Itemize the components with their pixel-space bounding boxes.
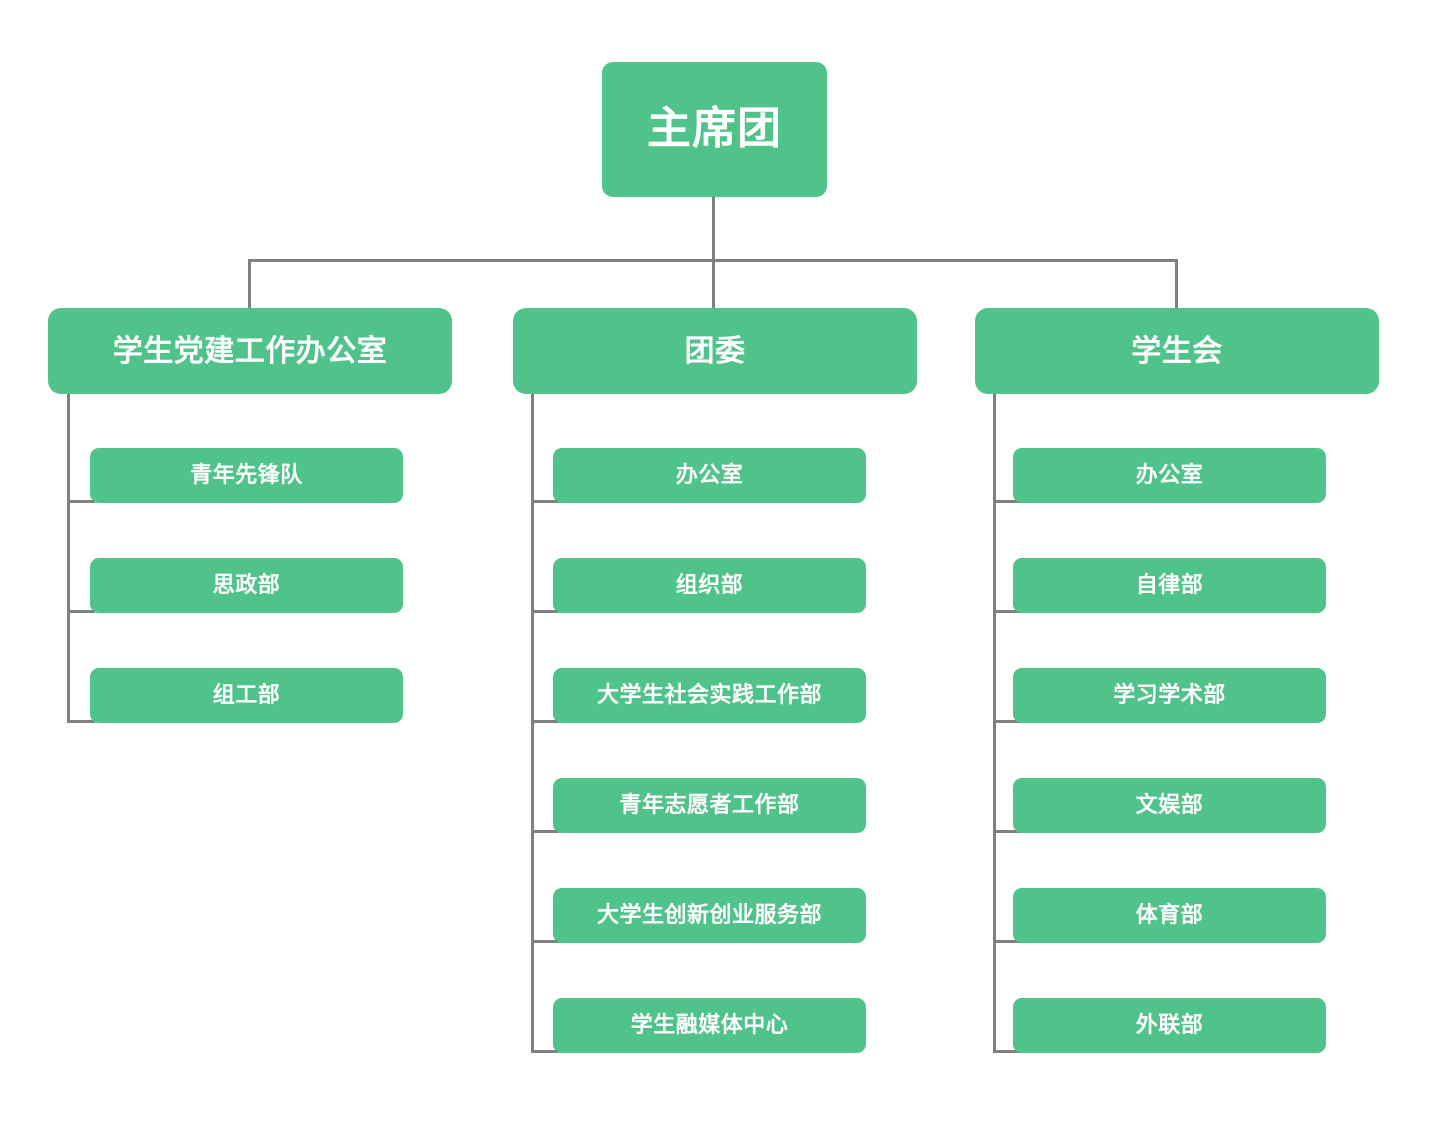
connector-stub-1-1: [67, 500, 95, 503]
node-leaf-label-1-3: 组工部: [212, 682, 281, 708]
node-leaf-league-office[interactable]: 办公室: [553, 448, 866, 503]
node-leaf-union-office[interactable]: 办公室: [1013, 448, 1326, 503]
node-leaf-label-2-6: 学生融媒体中心: [630, 1012, 789, 1038]
node-branch-party-building-office[interactable]: 学生党建工作办公室: [48, 308, 452, 394]
connector-root-stem: [712, 197, 715, 261]
node-branch-label-3: 学生会: [1131, 334, 1223, 368]
node-leaf-label-3-1: 办公室: [1135, 462, 1204, 488]
node-leaf-label-3-3: 学习学术部: [1113, 682, 1226, 708]
connector-stub-3-2: [993, 610, 1021, 613]
node-leaf-label-2-4: 青年志愿者工作部: [619, 792, 800, 818]
node-leaf-sports-dept[interactable]: 体育部: [1013, 888, 1326, 943]
node-leaf-label-3-6: 外联部: [1135, 1012, 1204, 1038]
connector-drop-branch-3: [1175, 259, 1178, 308]
node-leaf-external-relations-dept[interactable]: 外联部: [1013, 998, 1326, 1053]
connector-stub-1-3: [67, 720, 95, 723]
node-leaf-innovation-entrepreneurship-dept[interactable]: 大学生创新创业服务部: [553, 888, 866, 943]
connector-trunk-branch-2: [531, 394, 534, 1053]
node-leaf-label-3-2: 自律部: [1135, 572, 1204, 598]
node-leaf-social-practice-dept[interactable]: 大学生社会实践工作部: [553, 668, 866, 723]
connector-stub-3-1: [993, 500, 1021, 503]
node-leaf-label-2-5: 大学生创新创业服务部: [596, 902, 822, 928]
connector-stub-2-5: [531, 940, 559, 943]
node-leaf-label-3-5: 体育部: [1135, 902, 1204, 928]
connector-stub-2-6: [531, 1050, 559, 1053]
connector-stub-3-3: [993, 720, 1021, 723]
connector-stub-3-6: [993, 1050, 1021, 1053]
node-root-presidium[interactable]: 主席团: [602, 62, 827, 197]
node-leaf-student-media-center[interactable]: 学生融媒体中心: [553, 998, 866, 1053]
node-leaf-entertainment-dept[interactable]: 文娱部: [1013, 778, 1326, 833]
node-leaf-label-1-2: 思政部: [212, 572, 281, 598]
node-leaf-label-3-4: 文娱部: [1135, 792, 1204, 818]
connector-trunk-branch-3: [993, 394, 996, 1053]
connector-stub-2-1: [531, 500, 559, 503]
connector-stub-3-5: [993, 940, 1021, 943]
connector-trunk-branch-1: [67, 394, 70, 723]
connector-stub-2-4: [531, 830, 559, 833]
node-leaf-label-1-1: 青年先锋队: [190, 462, 303, 488]
node-branch-youth-league-committee[interactable]: 团委: [513, 308, 917, 394]
connector-stub-3-4: [993, 830, 1021, 833]
connector-stub-2-3: [531, 720, 559, 723]
node-leaf-study-academic-dept[interactable]: 学习学术部: [1013, 668, 1326, 723]
node-leaf-organization-work-dept[interactable]: 组工部: [90, 668, 403, 723]
node-leaf-label-2-1: 办公室: [675, 462, 744, 488]
node-branch-label-1: 学生党建工作办公室: [112, 334, 388, 368]
connector-drop-branch-2: [712, 259, 715, 308]
node-leaf-ideological-political-dept[interactable]: 思政部: [90, 558, 403, 613]
node-branch-student-union[interactable]: 学生会: [975, 308, 1379, 394]
node-leaf-self-discipline-dept[interactable]: 自律部: [1013, 558, 1326, 613]
node-leaf-youth-volunteer-dept[interactable]: 青年志愿者工作部: [553, 778, 866, 833]
node-leaf-youth-vanguard[interactable]: 青年先锋队: [90, 448, 403, 503]
node-leaf-label-2-2: 组织部: [675, 572, 744, 598]
connector-stub-1-2: [67, 610, 95, 613]
connector-stub-2-2: [531, 610, 559, 613]
node-branch-label-2: 团委: [684, 334, 746, 368]
node-leaf-organization-dept[interactable]: 组织部: [553, 558, 866, 613]
node-root-label: 主席团: [647, 104, 782, 154]
connector-drop-branch-1: [248, 259, 251, 308]
node-leaf-label-2-3: 大学生社会实践工作部: [596, 682, 822, 708]
